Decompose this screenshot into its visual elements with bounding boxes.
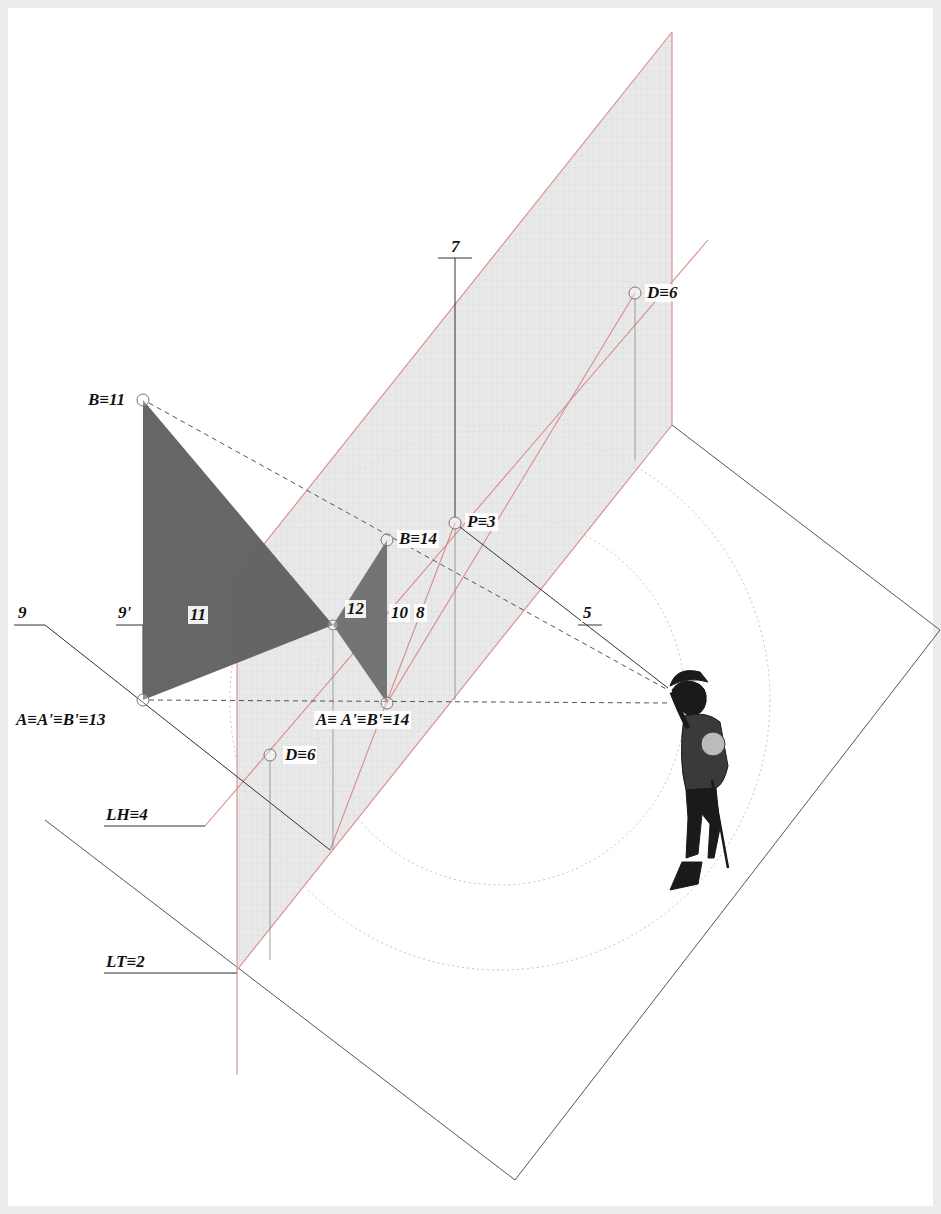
callout-label: P≡3 [465,513,498,531]
callout-label: D≡6 [645,284,679,302]
callout-label: LT≡2 [104,953,147,971]
callout-label: 7 [449,238,462,256]
leader-line [14,258,668,973]
callout-label: 5 [581,604,594,622]
callout-label: LH≡4 [104,806,150,824]
object-triangle [143,400,333,700]
callout-label: 9 [16,604,29,622]
page-ground [8,8,933,1206]
callout-label: B≡14 [397,530,439,548]
callout-label: D≡6 [283,746,317,764]
image-triangle [333,540,387,703]
point-marker [137,287,641,761]
projection-line [270,299,635,960]
plane-edges [205,32,708,1075]
callout-label: 9' [116,604,133,622]
picture-plane [237,32,672,970]
construction-line [330,293,635,850]
callout-label: 12 [345,600,366,618]
callout-label: 11 [188,606,208,624]
callout-label: 10 [389,604,410,622]
callout-label: 8 [414,604,427,622]
callout-label: A≡A'≡B'≡13 [14,711,108,729]
observer-figure [670,671,728,890]
callout-label: B≡11 [86,391,127,409]
callout-label: A≡ A'≡B'≡14 [314,711,411,729]
